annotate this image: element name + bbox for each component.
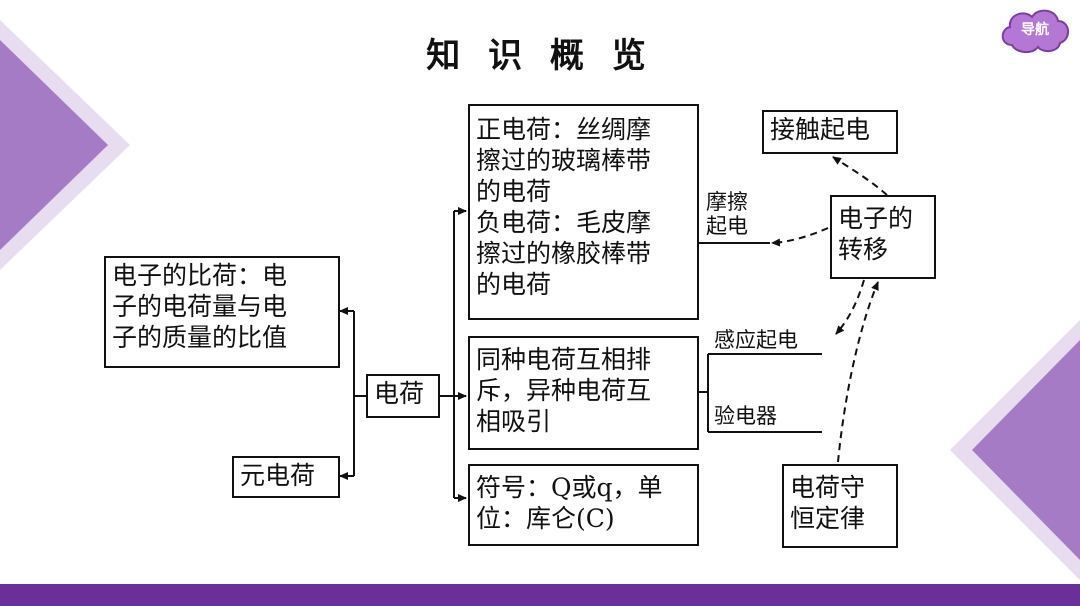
friction-charging-label: 摩擦 起电: [706, 190, 748, 238]
elementary-charge-label: 元电荷: [240, 461, 316, 490]
friction-charging-line-1: 摩擦: [706, 190, 748, 214]
symbol-unit-line-1: 符号：Q或q，单: [476, 473, 663, 502]
interaction-line-3: 相吸引: [476, 407, 552, 436]
center-charge-box: 电荷: [366, 374, 440, 418]
conservation-line-1: 电荷守: [790, 473, 866, 502]
contact-charging-label: 接触起电: [770, 115, 871, 144]
electron-transfer-box: 电子的 转移: [830, 195, 936, 279]
nav-button[interactable]: 导航: [998, 5, 1072, 55]
positive-charge-line-1: 正电荷：丝绸摩: [476, 115, 652, 144]
negative-charge-line-2: 擦过的橡胶棒带: [476, 239, 652, 268]
center-charge-label: 电荷: [374, 379, 425, 408]
friction-charging-line-2: 起电: [706, 214, 748, 238]
conservation-box: 电荷守 恒定律: [782, 464, 898, 548]
page-title: 知 识 概 览: [426, 36, 654, 76]
contact-charging-box: 接触起电: [762, 110, 898, 154]
specific-charge-line-2: 子的电荷量与电: [112, 292, 288, 321]
electron-transfer-line-2: 转移: [838, 235, 889, 264]
interaction-line-2: 斥，异种电荷互: [476, 376, 652, 405]
specific-charge-line-3: 子的质量的比值: [112, 323, 288, 352]
negative-charge-line-1: 负电荷：毛皮摩: [476, 208, 652, 237]
interaction-box: 同种电荷互相排 斥，异种电荷互 相吸引: [468, 336, 699, 450]
symbol-unit-line-2: 位：库仑(C): [476, 504, 615, 533]
electroscope-label: 验电器: [714, 404, 777, 428]
positive-negative-charge-box: 正电荷：丝绸摩 擦过的玻璃棒带 的电荷 负电荷：毛皮摩 擦过的橡胶棒带 的电荷: [468, 104, 699, 320]
induction-charging-label: 感应起电: [714, 328, 798, 352]
right-decoration: [950, 320, 1080, 580]
bottom-bar: [0, 584, 1080, 606]
positive-charge-line-3: 的电荷: [476, 177, 552, 206]
left-decoration: [0, 20, 130, 270]
negative-charge-line-3: 的电荷: [476, 270, 552, 299]
cloud-icon: [1001, 9, 1069, 53]
nav-label: 导航: [1021, 22, 1049, 38]
elementary-charge-box: 元电荷: [232, 456, 340, 498]
symbol-unit-box: 符号：Q或q，单 位：库仑(C): [468, 464, 699, 546]
specific-charge-line-1: 电子的比荷：电: [112, 261, 288, 290]
conservation-line-2: 恒定律: [790, 504, 866, 533]
electron-transfer-line-1: 电子的: [838, 204, 914, 233]
interaction-line-1: 同种电荷互相排: [476, 345, 652, 374]
specific-charge-box: 电子的比荷：电 子的电荷量与电 子的质量的比值: [104, 256, 340, 368]
positive-charge-line-2: 擦过的玻璃棒带: [476, 146, 652, 175]
